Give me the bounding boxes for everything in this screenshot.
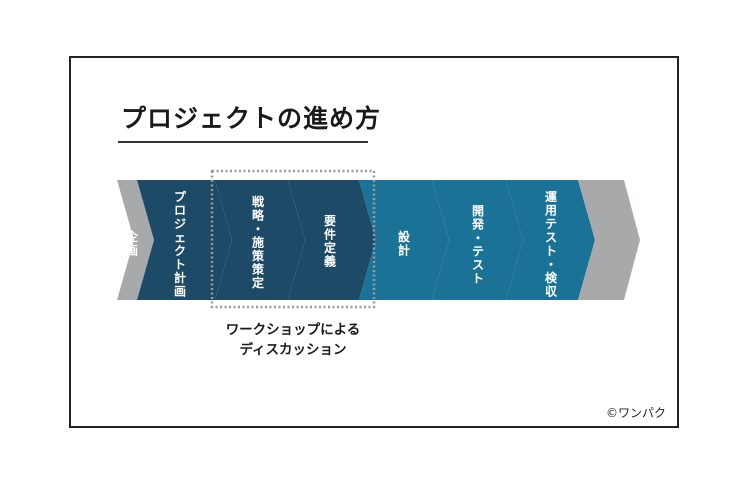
phase-label-requirements: 要件定義 bbox=[324, 213, 336, 269]
phase-chevron-development bbox=[432, 180, 523, 300]
copyright-text: ©ワンパク bbox=[605, 406, 666, 420]
phase-chevron-strategy bbox=[215, 180, 305, 300]
workshop-caption: ワークショップによる ディスカッション bbox=[203, 320, 383, 360]
workshop-caption-line-2: ディスカッション bbox=[239, 342, 347, 358]
phase-chevron-requirements bbox=[288, 180, 376, 300]
phase-label-project-planning: プロジェクト計画 bbox=[174, 189, 187, 299]
title-underline bbox=[118, 141, 368, 143]
phase-chevron-operation bbox=[506, 180, 595, 300]
phase-chevron-project-planning bbox=[137, 180, 232, 300]
phase-label-development: 開発・テスト bbox=[471, 204, 485, 286]
phase-label-operation: 運用テスト・検収 bbox=[544, 190, 558, 299]
phase-label-design: 設計 bbox=[398, 229, 411, 258]
phase-chevron-design bbox=[359, 180, 449, 300]
page-title: プロジェクトの進め方 bbox=[121, 104, 382, 133]
workshop-dotted-box bbox=[210, 169, 376, 309]
phase-label-strategy: 戦略・施策策定 bbox=[252, 194, 265, 290]
workshop-caption-line-1: ワークショップによる bbox=[225, 322, 361, 338]
phase-chevron-end bbox=[578, 180, 640, 300]
phase-chevron-planning bbox=[117, 180, 154, 300]
phase-label-planning: 企画 bbox=[125, 229, 139, 258]
